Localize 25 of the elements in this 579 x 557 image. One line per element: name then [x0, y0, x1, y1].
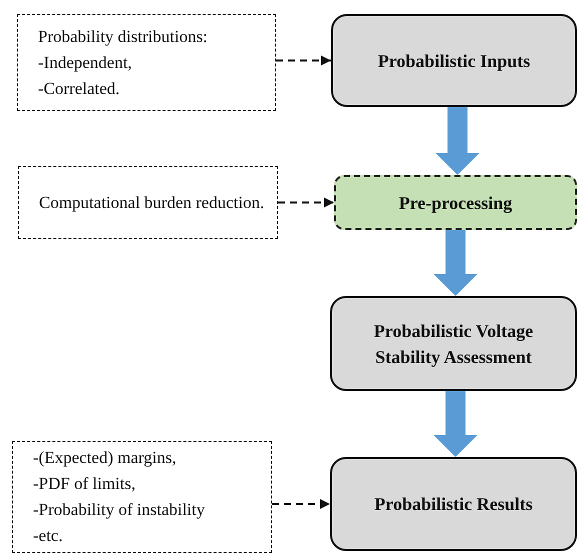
note-text: -Probability of instability — [33, 499, 205, 521]
note-text: Computational burden reduction. — [39, 192, 264, 214]
block-arrow — [434, 391, 478, 457]
dashed-arrow — [278, 198, 334, 208]
note-box — [12, 441, 272, 553]
note-text: -Independent, — [38, 52, 132, 74]
note-text: -Correlated. — [38, 78, 120, 100]
box-label: Probabilistic Inputs — [378, 50, 530, 73]
note-box — [18, 166, 278, 239]
note-text: -PDF of limits, — [33, 473, 136, 495]
note-text: -(Expected) margins, — [33, 447, 176, 469]
box-label: Pre-processing — [398, 192, 512, 215]
dashed-arrow — [276, 56, 331, 66]
note-box — [17, 14, 276, 111]
process-box — [331, 14, 577, 107]
box-label: Probabilistic Voltage Stability Assessment — [372, 320, 534, 369]
process-box — [330, 296, 577, 391]
process-box — [330, 457, 577, 551]
note-text: Probability distributions: — [38, 26, 208, 48]
block-arrow — [434, 230, 478, 296]
box-label: Probabilistic Results — [374, 493, 533, 516]
block-arrow — [436, 107, 480, 175]
dashed-arrow — [272, 499, 330, 509]
note-text: -etc. — [33, 525, 63, 547]
process-box — [334, 175, 577, 230]
